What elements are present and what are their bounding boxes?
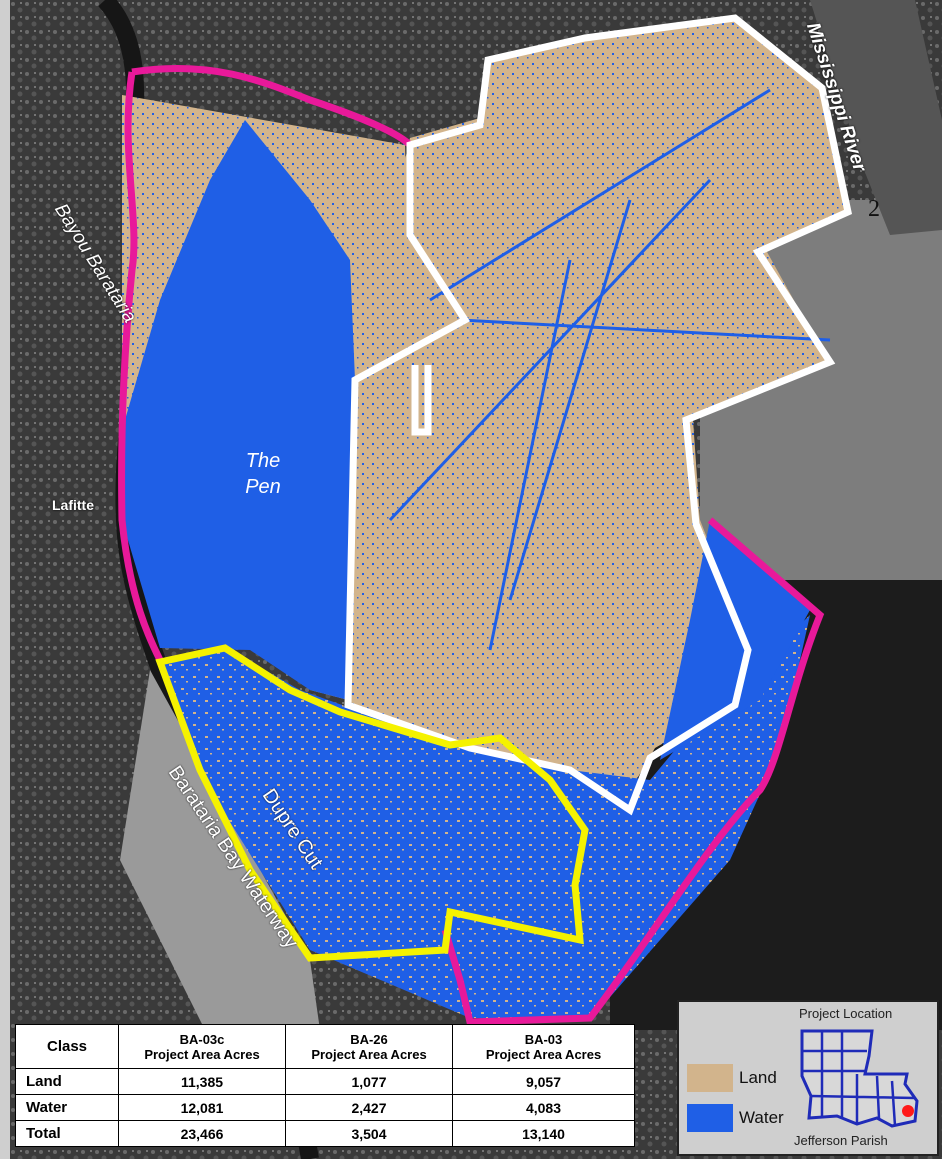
mississippi-river [810,0,942,235]
the-pen-water [122,120,355,700]
row-class: Water [15,1094,119,1121]
boundary-magenta [118,64,825,1026]
cell-ba03: 13,140 [452,1120,635,1147]
cell-ba26: 2,427 [285,1094,453,1121]
row-class: Land [15,1068,119,1095]
the-pen-label: The Pen [223,448,303,500]
louisiana-locator-map [800,1029,919,1128]
legend-title: Project Location [799,1006,893,1021]
cell-ba26: 3,504 [285,1120,453,1147]
boundary-white [344,14,853,816]
project-location-marker [902,1105,914,1117]
table-row: Water 12,081 2,427 4,083 [15,1094,635,1121]
legend-water-label: Water [739,1108,784,1127]
map-graphics [10,0,942,1159]
cell-ba03: 9,057 [452,1068,635,1095]
water-swatch [687,1104,733,1132]
area-number-label: 2 [868,196,880,222]
table-row: Land 11,385 1,077 9,057 [15,1068,635,1095]
louisiana-outline [800,1029,919,1128]
legend-parish-label: Jefferson Parish [794,1133,888,1148]
water-area-southeast [660,520,810,760]
header-class: Class [15,1024,119,1069]
parish-lines [802,1031,916,1127]
aerial-map: Bayou Barataria Mississippi River 2 The … [10,0,942,1159]
cell-ba03c: 12,081 [118,1094,286,1121]
boundary-yellow [155,644,589,962]
the-pen-line2: Pen [245,476,281,498]
land-swatch [687,1064,733,1092]
table-row: Total 23,466 3,504 13,140 [15,1120,635,1147]
water-area-south [160,615,810,1020]
canal-lines [388,88,831,651]
the-pen-line1: The [245,450,281,472]
legend-land-label: Land [739,1068,777,1087]
row-class: Total [15,1120,119,1147]
cell-ba03c: 23,466 [118,1120,286,1147]
cell-ba26: 1,077 [285,1068,453,1095]
cell-ba03: 4,083 [452,1094,635,1121]
lafitte-label: Lafitte [52,497,94,513]
barataria-waterway-strip [120,670,320,1040]
cell-ba03c: 11,385 [118,1068,286,1095]
map-legend: Project Location Land Water Jefferson Pa… [677,1000,939,1156]
